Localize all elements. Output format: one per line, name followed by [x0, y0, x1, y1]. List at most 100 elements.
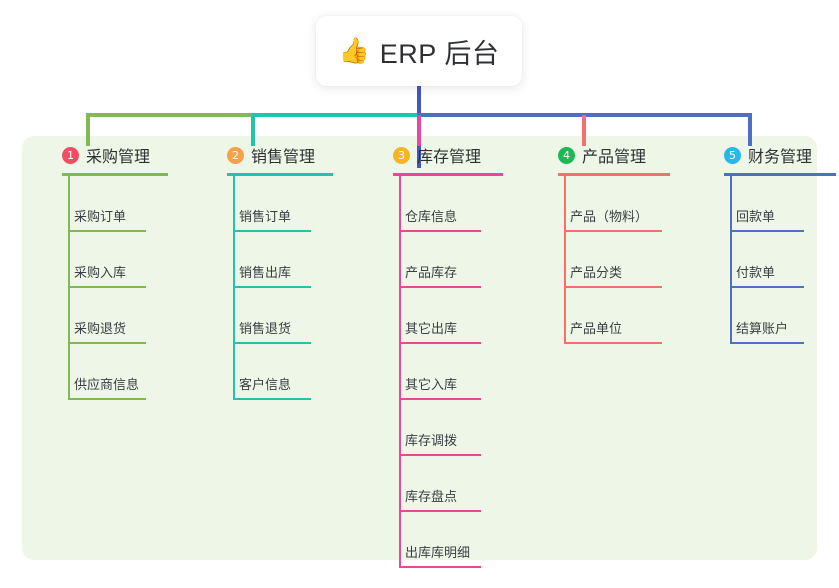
- list-item[interactable]: 库存盘点: [373, 456, 503, 512]
- branch-badge-2: 2: [227, 146, 244, 164]
- leaf-underline: [233, 342, 311, 344]
- list-item[interactable]: 结算账户: [704, 288, 836, 344]
- list-item[interactable]: 采购订单: [42, 176, 168, 232]
- list-item[interactable]: 其它入库: [373, 344, 503, 400]
- branch-column-4: 4 产品管理 产品（物料） 产品分类 产品单位: [538, 142, 670, 344]
- leaf-underline: [564, 230, 662, 232]
- thumbs-up-icon: 👍: [338, 36, 370, 65]
- leaf-underline: [399, 230, 481, 232]
- branch-column-5: 5 财务管理 回款单 付款单 结算账户: [704, 142, 836, 344]
- branch-title-4: 产品管理: [582, 149, 647, 166]
- leaf-underline: [399, 342, 481, 344]
- branch-header-1[interactable]: 1 采购管理: [42, 142, 168, 168]
- leaf-underline: [399, 398, 481, 400]
- leaf-underline: [564, 342, 662, 344]
- list-item[interactable]: 付款单: [704, 232, 836, 288]
- branch-title-1: 采购管理: [86, 149, 151, 166]
- branch-column-1: 1 采购管理 采购订单 采购入库 采购退货 供应商信息: [42, 142, 168, 400]
- branch-header-3[interactable]: 3 库存管理: [373, 142, 503, 168]
- leaf-label: 供应商信息: [74, 377, 140, 392]
- list-item[interactable]: 销售订单: [207, 176, 333, 232]
- branch-header-2[interactable]: 2 销售管理: [207, 142, 333, 168]
- leaf-label: 采购入库: [74, 265, 127, 280]
- leaf-label: 付款单: [736, 265, 776, 280]
- leaf-label: 产品分类: [570, 265, 623, 280]
- leaf-label: 库存调拨: [405, 433, 458, 448]
- leaf-label: 客户信息: [239, 377, 292, 392]
- leaf-label: 其它入库: [405, 377, 458, 392]
- leaf-underline: [68, 230, 146, 232]
- leaf-label: 采购订单: [74, 209, 127, 224]
- branch-badge-1: 1: [62, 146, 79, 164]
- leaf-underline: [399, 566, 481, 568]
- branch-spine: [399, 176, 401, 568]
- branch-spine: [564, 176, 566, 344]
- branch-underline-2: [227, 173, 333, 176]
- branch-spine: [68, 176, 70, 400]
- leaf-label: 仓库信息: [405, 209, 458, 224]
- list-item[interactable]: 产品库存: [373, 232, 503, 288]
- leaf-label: 回款单: [736, 209, 776, 224]
- leaf-underline: [68, 286, 146, 288]
- list-item[interactable]: 采购退货: [42, 288, 168, 344]
- leaf-underline: [233, 286, 311, 288]
- leaf-underline: [564, 286, 662, 288]
- list-item[interactable]: 其它出库: [373, 288, 503, 344]
- root-node-title: ERP 后台: [379, 38, 500, 69]
- leaf-underline: [730, 342, 804, 344]
- leaf-underline: [233, 398, 311, 400]
- leaf-label: 采购退货: [74, 321, 127, 336]
- branch-badge-4: 4: [558, 146, 575, 164]
- leaf-underline: [399, 510, 481, 512]
- branch-header-5[interactable]: 5 财务管理: [704, 142, 836, 168]
- leaf-label: 出库库明细: [405, 545, 471, 560]
- branch-title-3: 库存管理: [417, 149, 482, 166]
- list-item[interactable]: 仓库信息: [373, 176, 503, 232]
- leaf-label: 销售退货: [239, 321, 292, 336]
- branch-underline-4: [558, 173, 670, 176]
- leaf-underline: [399, 454, 481, 456]
- leaf-underline: [399, 286, 481, 288]
- branch-spine: [233, 176, 235, 400]
- leaf-label: 产品（物料）: [570, 209, 649, 224]
- list-item[interactable]: 客户信息: [207, 344, 333, 400]
- list-item[interactable]: 出库库明细: [373, 512, 503, 568]
- leaf-label: 库存盘点: [405, 489, 458, 504]
- leaf-underline: [233, 230, 311, 232]
- branch-column-3: 3 库存管理 仓库信息 产品库存 其它出库 其它入库 库存调拨: [373, 142, 503, 568]
- root-node-card[interactable]: 👍 ERP 后台: [316, 16, 522, 86]
- branch-leaves-3: 仓库信息 产品库存 其它出库 其它入库 库存调拨 库存盘点: [373, 176, 503, 568]
- branch-title-2: 销售管理: [251, 149, 316, 166]
- list-item[interactable]: 回款单: [704, 176, 836, 232]
- leaf-label: 销售出库: [239, 265, 292, 280]
- leaf-label: 销售订单: [239, 209, 292, 224]
- branch-badge-5: 5: [724, 146, 741, 164]
- branch-leaves-4: 产品（物料） 产品分类 产品单位: [538, 176, 670, 344]
- list-item[interactable]: 销售出库: [207, 232, 333, 288]
- list-item[interactable]: 供应商信息: [42, 344, 168, 400]
- list-item[interactable]: 库存调拨: [373, 400, 503, 456]
- list-item[interactable]: 采购入库: [42, 232, 168, 288]
- list-item[interactable]: 销售退货: [207, 288, 333, 344]
- leaf-underline: [68, 342, 146, 344]
- leaf-label: 其它出库: [405, 321, 458, 336]
- branch-header-4[interactable]: 4 产品管理: [538, 142, 670, 168]
- leaf-label: 产品单位: [570, 321, 623, 336]
- branch-underline-5: [724, 173, 836, 176]
- branch-leaves-1: 采购订单 采购入库 采购退货 供应商信息: [42, 176, 168, 400]
- branch-badge-3: 3: [393, 146, 410, 164]
- branch-title-5: 财务管理: [748, 149, 813, 166]
- list-item[interactable]: 产品（物料）: [538, 176, 670, 232]
- branch-underline-3: [393, 173, 503, 176]
- branch-underline-1: [62, 173, 168, 176]
- branch-leaves-2: 销售订单 销售出库 销售退货 客户信息: [207, 176, 333, 400]
- leaf-underline: [730, 230, 804, 232]
- leaf-underline: [68, 398, 146, 400]
- list-item[interactable]: 产品单位: [538, 288, 670, 344]
- branch-leaves-5: 回款单 付款单 结算账户: [704, 176, 836, 344]
- leaf-underline: [730, 286, 804, 288]
- leaf-label: 产品库存: [405, 265, 458, 280]
- leaf-label: 结算账户: [736, 321, 789, 336]
- list-item[interactable]: 产品分类: [538, 232, 670, 288]
